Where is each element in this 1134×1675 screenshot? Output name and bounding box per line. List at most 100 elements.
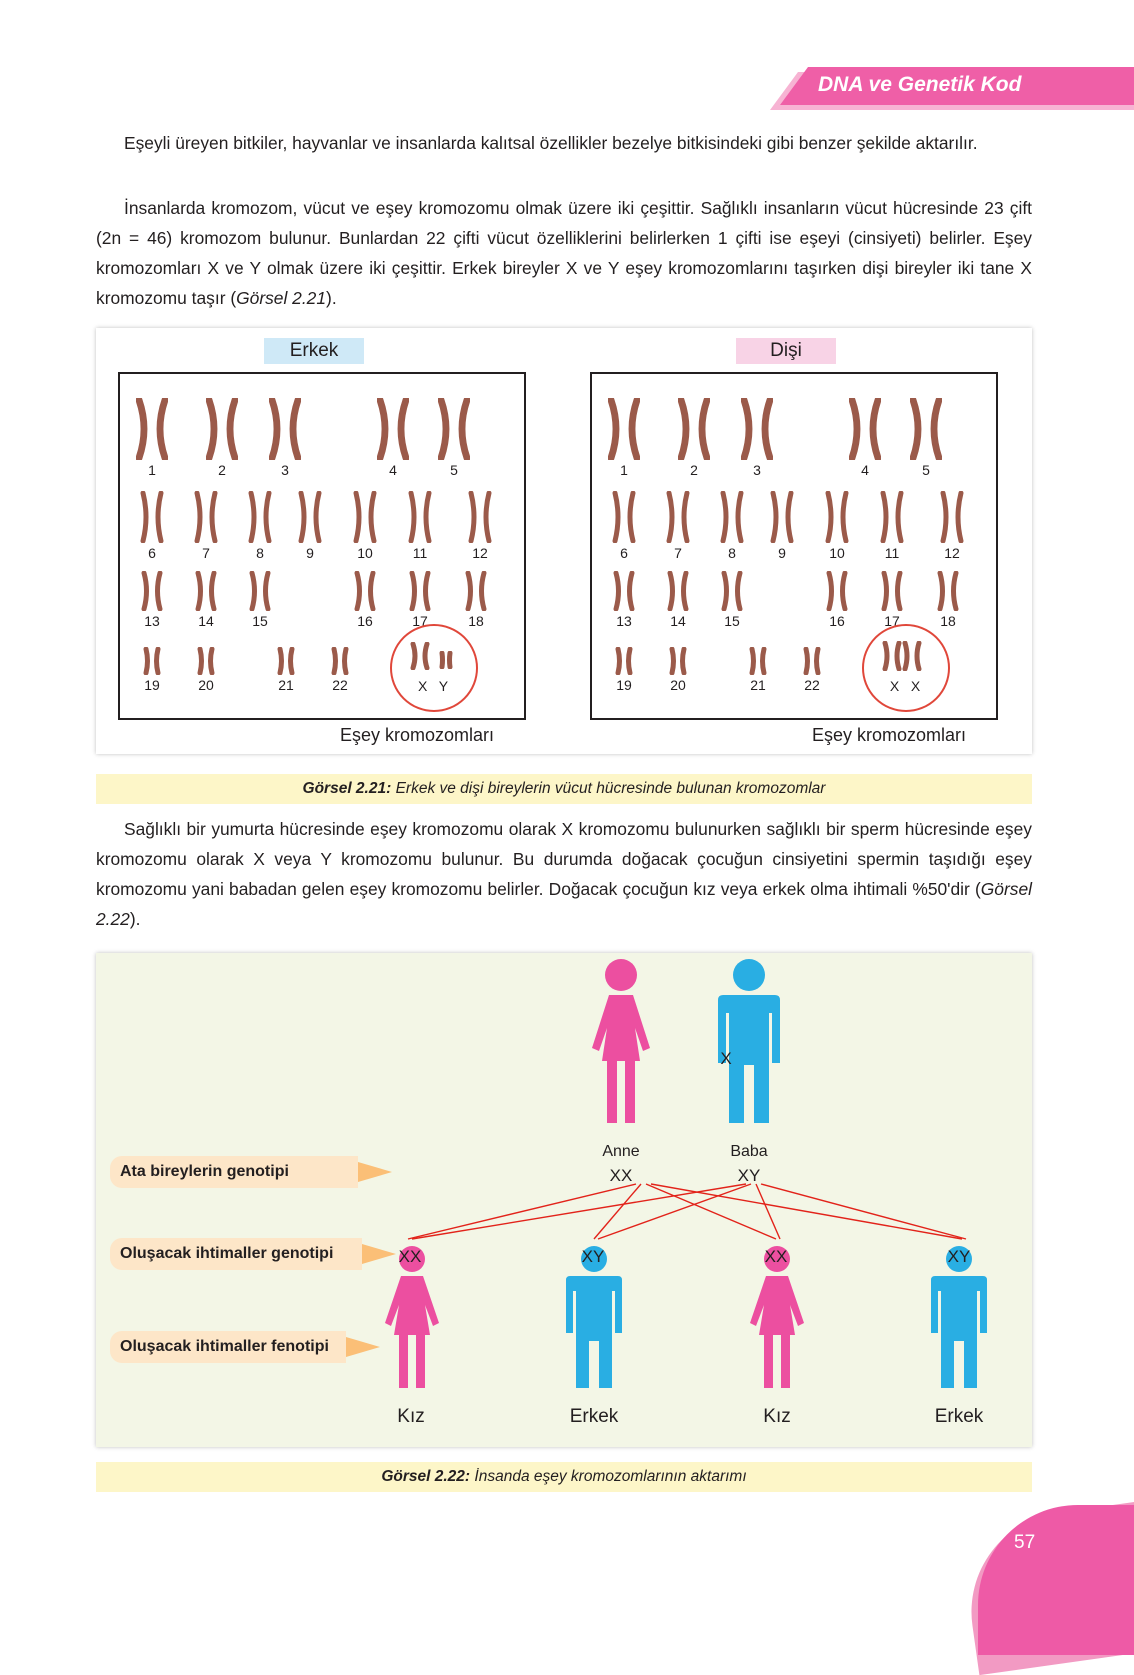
father-name: Baba bbox=[730, 1143, 768, 1160]
chromosome-14 bbox=[195, 571, 217, 611]
row-label-offspring-phenotype: Oluşacak ihtimaller fenotipi bbox=[110, 1331, 346, 1363]
arrow-icon bbox=[362, 1244, 396, 1264]
chromosome-number: 4 bbox=[861, 462, 869, 478]
chromosome-number: 1 bbox=[148, 462, 156, 478]
chromosome-number: 1 bbox=[620, 462, 628, 478]
child-4-boy-icon bbox=[931, 1246, 987, 1388]
sex-inheritance-diagram: X Anne Baba XX XY Ata bireylerin genotip… bbox=[96, 953, 1032, 1447]
child-4-phenotype: Erkek bbox=[934, 1406, 984, 1427]
sex-chromosome-circle bbox=[390, 624, 478, 712]
chromosome-number: 12 bbox=[944, 545, 960, 561]
child-3-phenotype: Kız bbox=[763, 1406, 791, 1427]
chromosome-number: 21 bbox=[750, 677, 766, 693]
chromosome-6 bbox=[140, 491, 164, 543]
chapter-title: DNA ve Genetik Kod bbox=[818, 73, 1022, 96]
chromosome-number: 16 bbox=[829, 613, 845, 629]
chromosome-number: 13 bbox=[616, 613, 632, 629]
chromosome-16 bbox=[354, 571, 376, 611]
chromosome-18 bbox=[465, 571, 487, 611]
cross-symbol: X bbox=[720, 1049, 732, 1068]
chromosome-number: 3 bbox=[281, 462, 289, 478]
child-3-genotype: XX bbox=[764, 1247, 788, 1266]
header-band bbox=[780, 67, 1134, 105]
chromosome-19 bbox=[143, 647, 161, 675]
chromosome-14 bbox=[667, 571, 689, 611]
chromosome-5 bbox=[910, 398, 942, 460]
chromosome-number: 3 bbox=[753, 462, 761, 478]
chromosome-number: 15 bbox=[724, 613, 740, 629]
child-3-girl-icon bbox=[750, 1246, 804, 1388]
chromosome-6 bbox=[612, 491, 636, 543]
x-chromosome bbox=[882, 641, 902, 671]
chromosome-15 bbox=[721, 571, 743, 611]
chromosome-1 bbox=[608, 398, 640, 460]
chromosome-7 bbox=[666, 491, 690, 543]
child-1-phenotype: Kız bbox=[397, 1406, 425, 1427]
father-icon bbox=[718, 959, 780, 1123]
chromosome-number: 18 bbox=[940, 613, 956, 629]
chromosome-number: 22 bbox=[804, 677, 820, 693]
mother-name: Anne bbox=[602, 1143, 640, 1160]
chromosome-12 bbox=[940, 491, 964, 543]
chromosome-17 bbox=[409, 571, 431, 611]
page-corner bbox=[978, 1505, 1134, 1655]
chromosome-22 bbox=[331, 647, 349, 675]
chromosome-number: 20 bbox=[670, 677, 686, 693]
x-chromosome bbox=[410, 642, 430, 670]
chromosome-8 bbox=[248, 491, 272, 543]
chromosome-number: 9 bbox=[778, 545, 786, 561]
chromosome-number: 2 bbox=[690, 462, 698, 478]
figure-caption-2-22: Görsel 2.22: İnsanda eşey kromozomlarını… bbox=[96, 1462, 1032, 1492]
child-1-girl-icon bbox=[385, 1246, 439, 1388]
chromosome-19 bbox=[615, 647, 633, 675]
chromosome-number: 11 bbox=[412, 545, 428, 561]
chromosome-number: 6 bbox=[148, 545, 156, 561]
chromosome-number: 5 bbox=[922, 462, 930, 478]
chromosome-number: 6 bbox=[620, 545, 628, 561]
chromosome-number: 7 bbox=[202, 545, 210, 561]
child-2-phenotype: Erkek bbox=[569, 1406, 619, 1427]
chromosome-number: 21 bbox=[278, 677, 294, 693]
chromosome-2 bbox=[206, 398, 238, 460]
chromosome-4 bbox=[849, 398, 881, 460]
chromosome-9 bbox=[298, 491, 322, 543]
chromosome-number: 11 bbox=[884, 545, 900, 561]
figure-ref-2-22: Görsel 2.22 bbox=[96, 879, 1032, 929]
chromosome-20 bbox=[669, 647, 687, 675]
chromosome-5 bbox=[438, 398, 470, 460]
chromosome-21 bbox=[277, 647, 295, 675]
female-label: Dişi bbox=[736, 338, 836, 364]
chromosome-20 bbox=[197, 647, 215, 675]
child-2-boy-icon bbox=[566, 1246, 622, 1388]
child-4-genotype: XY bbox=[947, 1247, 971, 1266]
figure-ref-2-21: Görsel 2.21 bbox=[236, 288, 327, 308]
chromosome-number: 2 bbox=[218, 462, 226, 478]
mother-icon bbox=[592, 959, 650, 1123]
chromosome-12 bbox=[468, 491, 492, 543]
chromosome-11 bbox=[408, 491, 432, 543]
paragraph-1: Eşeyli üreyen bitkiler, hayvanlar ve ins… bbox=[124, 133, 978, 153]
chromosome-number: 4 bbox=[389, 462, 397, 478]
chromosome-10 bbox=[353, 491, 377, 543]
chromosome-number: 10 bbox=[829, 545, 845, 561]
chromosome-number: 22 bbox=[332, 677, 348, 693]
chromosome-4 bbox=[377, 398, 409, 460]
paragraph-2: İnsanlarda kromozom, vücut ve eşey kromo… bbox=[96, 198, 1032, 308]
chromosome-number: 14 bbox=[670, 613, 686, 629]
chromosome-number: 19 bbox=[616, 677, 632, 693]
male-label: Erkek bbox=[264, 338, 364, 364]
child-1-genotype: XX bbox=[398, 1247, 422, 1266]
chromosome-21 bbox=[749, 647, 767, 675]
chromosome-number: 15 bbox=[252, 613, 268, 629]
chromosome-number: 16 bbox=[357, 613, 373, 629]
mother-genotype: XX bbox=[609, 1166, 633, 1185]
chromosome-15 bbox=[249, 571, 271, 611]
chromosome-number: 5 bbox=[450, 462, 458, 478]
chromosome-3 bbox=[269, 398, 301, 460]
chromosome-number: 9 bbox=[306, 545, 314, 561]
chromosome-13 bbox=[613, 571, 635, 611]
sex-chromosome-circle bbox=[862, 624, 950, 712]
